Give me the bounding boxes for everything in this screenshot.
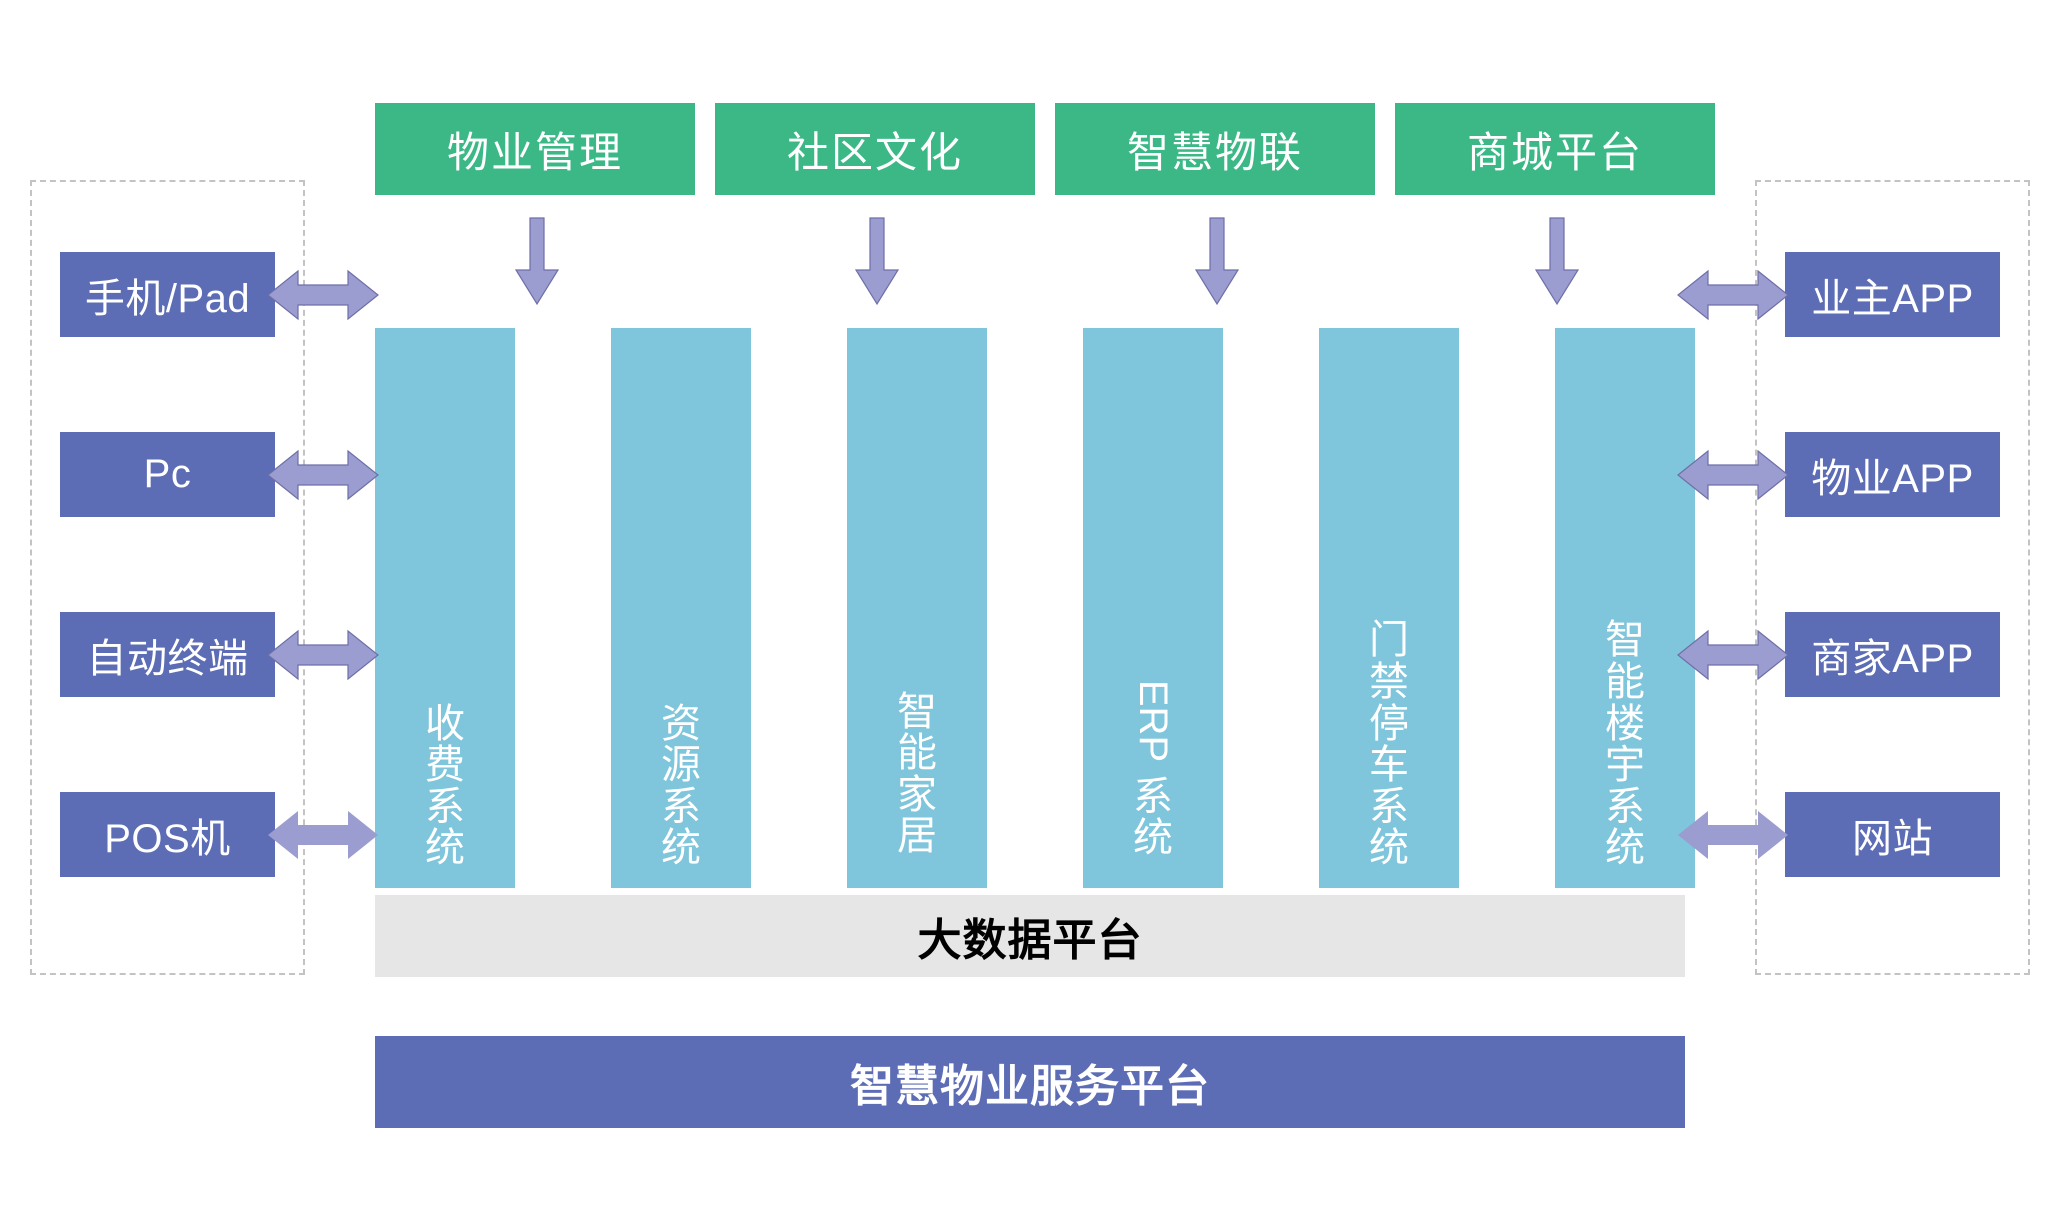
left-device-group-frame [30,180,305,975]
big-data-platform-label: 大数据平台 [917,916,1143,965]
system-label-char: 系 [425,784,465,829]
system-label-char: 智 [897,689,937,734]
device-box-pc[interactable]: Pc [60,432,275,517]
system-label-char: 能 [897,731,937,776]
down-arrow-icon [514,217,560,306]
system-label-char: 宇 [1605,743,1645,788]
service-box-property-management[interactable]: 物业管理 [375,103,695,195]
device-box-pos-machine[interactable]: POS机 [60,792,275,877]
system-label-char: 源 [661,743,701,788]
system-column-access-parking[interactable]: 门 禁 停 车 系 统 [1319,328,1459,888]
service-label: 商城平台 [1466,128,1643,176]
system-label-char: 楼 [1605,701,1645,746]
system-label-char: 统 [1133,816,1173,861]
system-column-label: 智 能 家 居 [847,689,987,859]
system-label-char: 系 [1133,774,1173,819]
system-label-char: 系 [1369,784,1409,829]
system-label-char: 车 [1369,743,1409,788]
double-headed-arrow-icon [267,449,379,501]
double-headed-arrow-icon [268,811,378,859]
app-box-property-app[interactable]: 物业APP [1785,432,2000,517]
double-headed-arrow-icon [1678,811,1788,859]
service-label: 物业管理 [446,128,623,176]
app-label: 物业APP [1811,456,1974,501]
down-arrow-icon [1194,217,1240,306]
service-box-mall-platform[interactable]: 商城平台 [1395,103,1715,195]
system-column-erp[interactable]: ERP 系 统 [1083,328,1223,888]
app-box-merchant-app[interactable]: 商家APP [1785,612,2000,697]
system-label-char: 居 [897,814,937,859]
system-label-char: 费 [425,743,465,788]
system-label-char: 家 [897,772,937,817]
system-label-char: 统 [1369,826,1409,871]
device-box-self-service-terminal[interactable]: 自动终端 [60,612,275,697]
system-label-char: 能 [1605,660,1645,705]
down-arrow-icon [1534,217,1580,306]
system-column-label: 门 禁 停 车 系 统 [1319,620,1459,870]
device-label: 自动终端 [86,636,249,681]
double-headed-arrow-icon [1677,629,1789,681]
device-label: 手机/Pad [84,276,251,321]
app-box-website[interactable]: 网站 [1785,792,2000,877]
down-arrow-icon [854,217,900,306]
system-column-intelligent-building[interactable]: 智 能 楼 宇 系 统 [1555,328,1695,888]
smart-property-service-platform-label: 智慧物业服务平台 [850,1062,1210,1111]
system-label-char: 统 [661,826,701,871]
system-label-char: 收 [425,701,465,746]
device-label: Pc [143,452,192,496]
system-column-label: 资 源 系 统 [611,701,751,871]
service-label: 智慧物联 [1126,128,1303,176]
double-headed-arrow-icon [1677,269,1789,321]
smart-property-service-platform-bar[interactable]: 智慧物业服务平台 [375,1036,1685,1128]
right-app-group-frame [1755,180,2030,975]
app-label: 商家APP [1811,636,1974,681]
double-headed-arrow-icon [1677,449,1789,501]
system-column-label: 收 费 系 统 [375,701,515,871]
system-label-char: ERP [1131,679,1175,762]
system-column-label: ERP 系 统 [1083,661,1223,860]
system-column-label: 智 能 楼 宇 系 统 [1555,620,1695,870]
system-label-char: 系 [1605,784,1645,829]
big-data-platform-bar[interactable]: 大数据平台 [375,895,1685,977]
double-headed-arrow-icon [267,629,379,681]
system-label-char: 禁 [1369,660,1409,705]
system-column-smart-home[interactable]: 智 能 家 居 [847,328,987,888]
system-column-billing[interactable]: 收 费 系 统 [375,328,515,888]
system-label-char: 统 [425,826,465,871]
service-box-community-culture[interactable]: 社区文化 [715,103,1035,195]
app-label: 业主APP [1811,276,1974,321]
device-box-phone-pad[interactable]: 手机/Pad [60,252,275,337]
system-label-char: 门 [1369,618,1409,663]
system-label-char: 系 [661,784,701,829]
app-box-owner-app[interactable]: 业主APP [1785,252,2000,337]
app-label: 网站 [1852,816,1933,861]
device-label: POS机 [104,816,231,861]
service-label: 社区文化 [786,128,963,176]
system-label-char: 资 [661,701,701,746]
service-box-smart-iot[interactable]: 智慧物联 [1055,103,1375,195]
system-label-char: 停 [1369,701,1409,746]
system-label-char: 统 [1605,826,1645,871]
system-label-char: 智 [1605,618,1645,663]
double-headed-arrow-icon [267,269,379,321]
system-column-resource[interactable]: 资 源 系 统 [611,328,751,888]
